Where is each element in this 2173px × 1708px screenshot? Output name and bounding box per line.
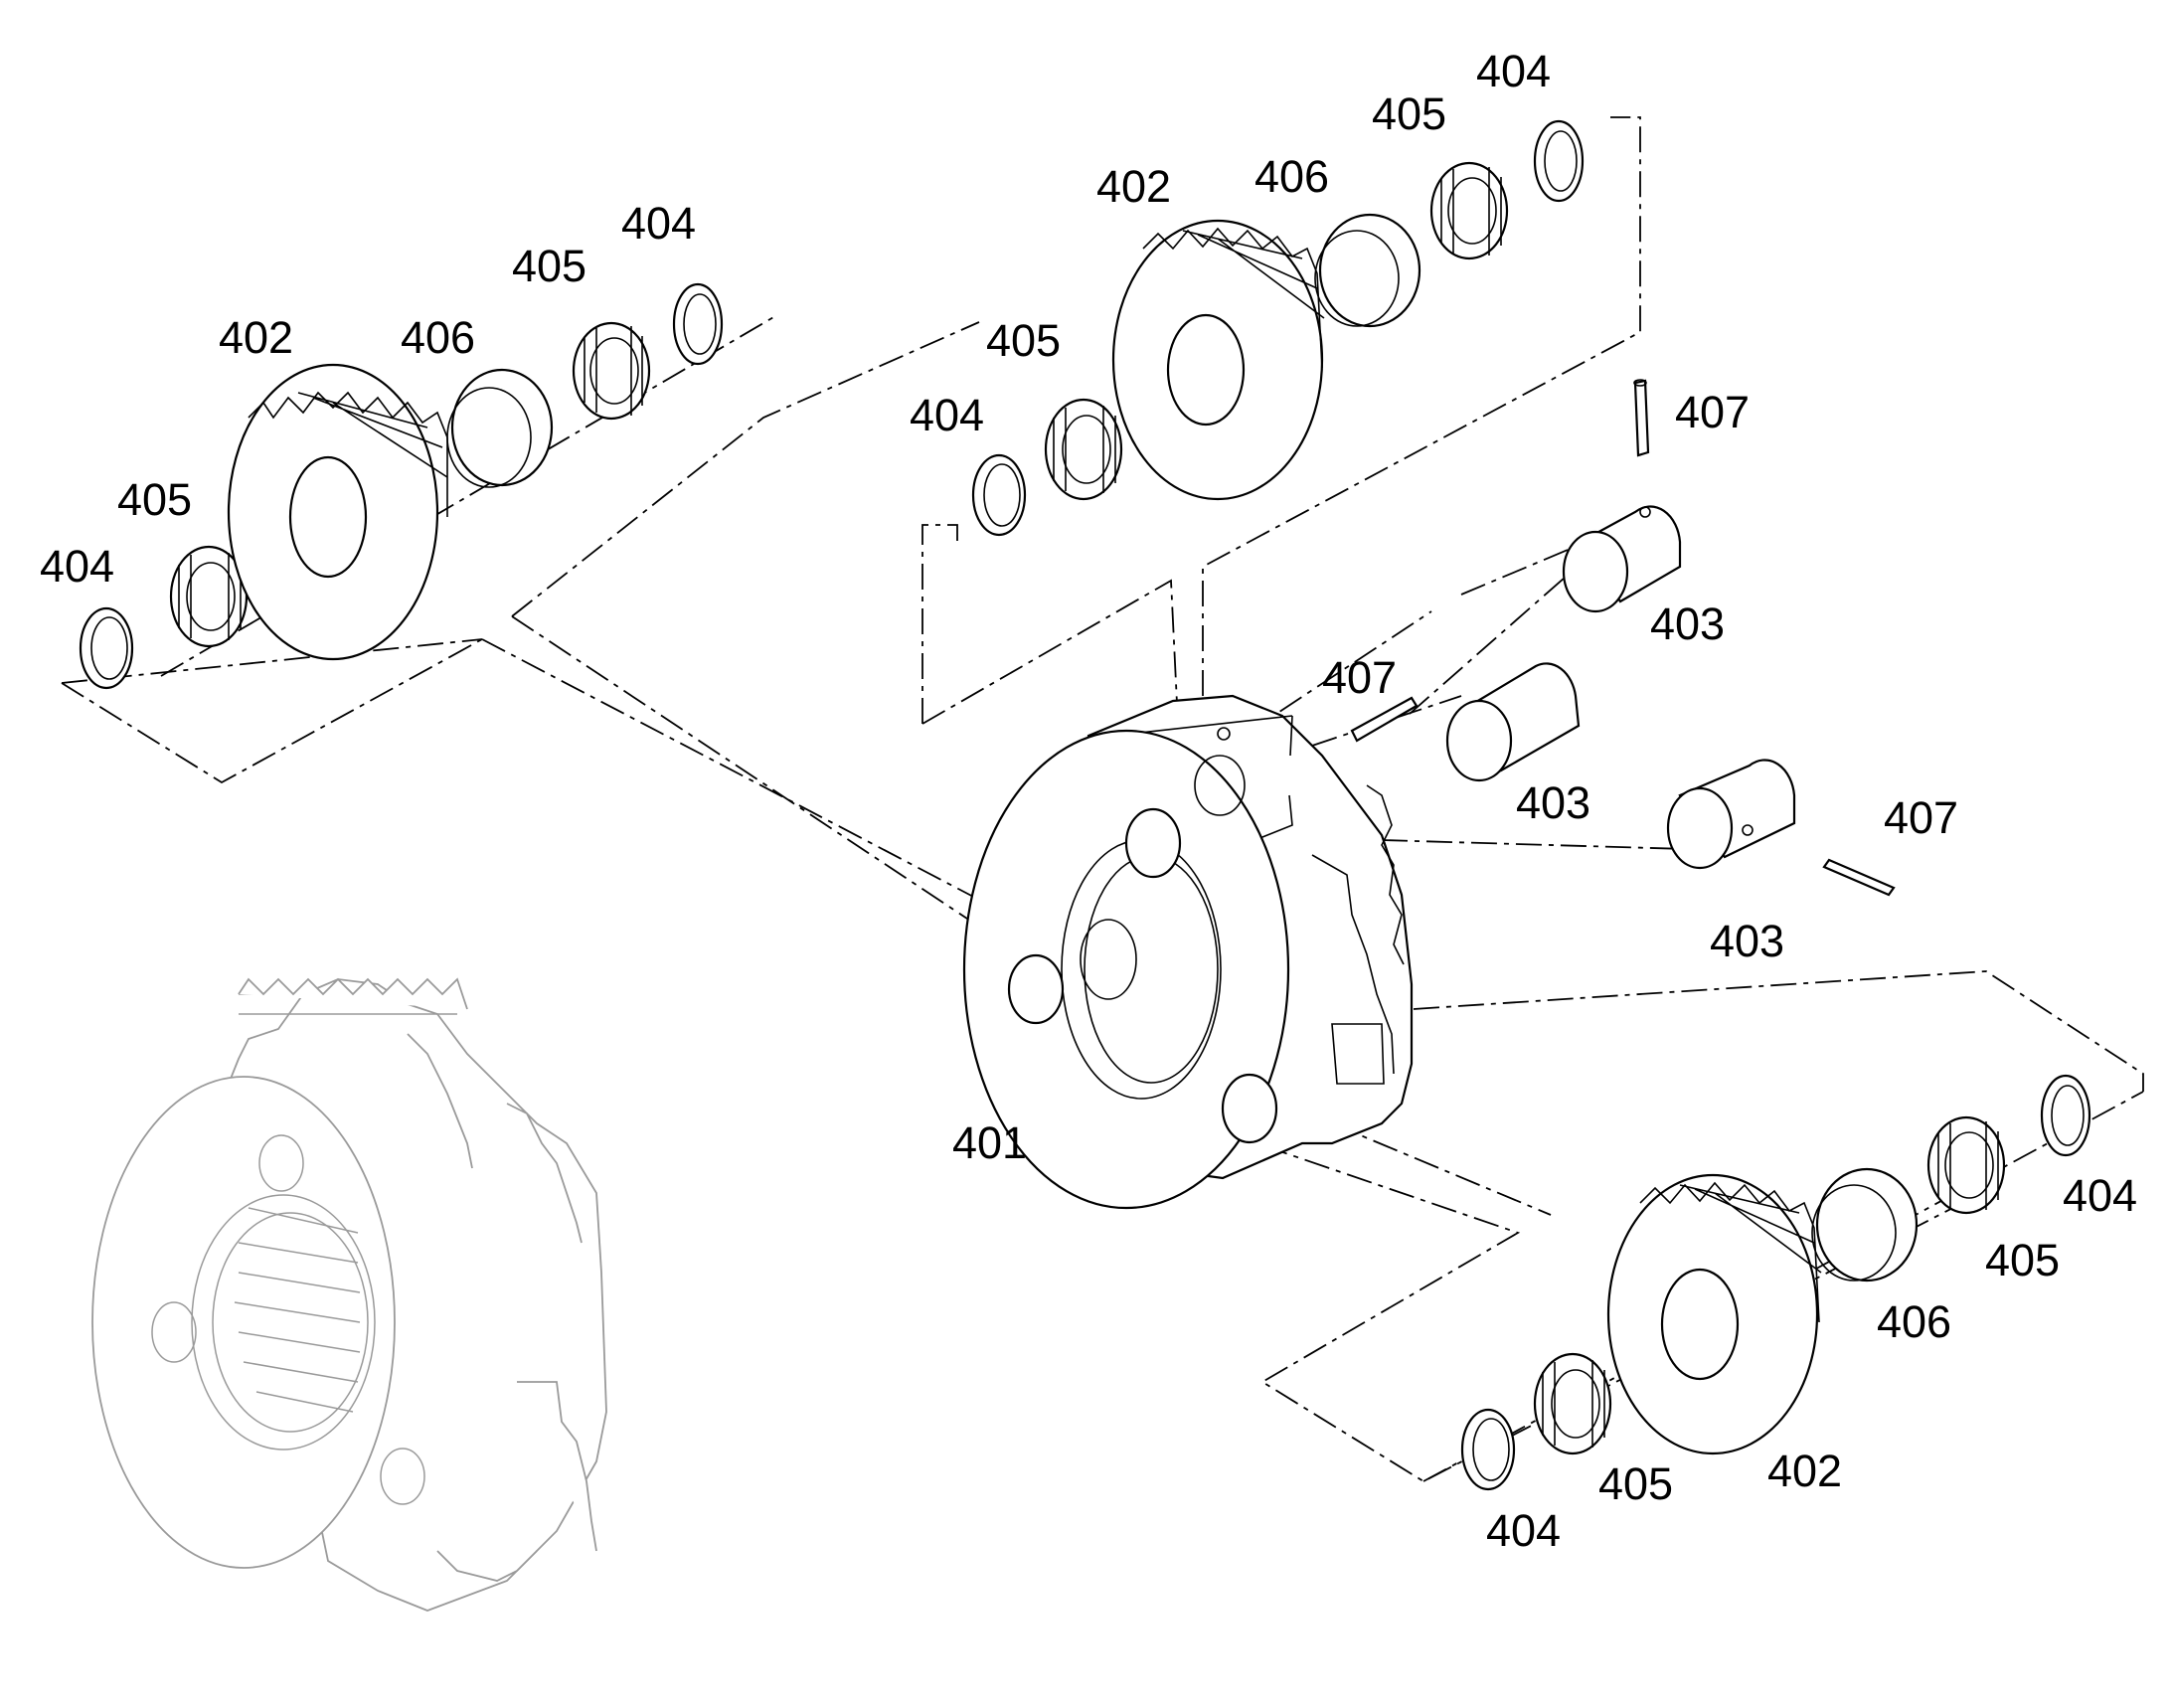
callout-404: 404 [2063,1170,2137,1221]
bottom-right-gear-set [1460,1074,2091,1491]
callout-405: 405 [1372,88,1446,139]
callout-403: 403 [1710,916,1784,966]
callout-404: 404 [1486,1505,1561,1556]
callout-405: 405 [986,315,1061,366]
bushing-406-c [1815,1167,1919,1282]
top-center-gear-set [971,119,1585,537]
callout-405: 405 [117,474,192,525]
callout-402: 402 [219,312,293,363]
callout-407: 407 [1675,387,1750,437]
callout-406: 406 [1877,1296,1951,1347]
thrust-washer-404-c [971,453,1027,537]
bushing-406-a [450,368,554,487]
callout-405: 405 [512,241,586,291]
thrust-washer-404-e [1460,1408,1516,1491]
callout-404: 404 [910,390,984,440]
top-left-gear-set [79,282,724,690]
roll-pin-407-c [1822,858,1896,897]
callout-405: 405 [1985,1235,2060,1285]
callout-402: 402 [1096,161,1171,212]
callout-404: 404 [1476,46,1551,96]
callout-403: 403 [1516,777,1590,828]
callout-404: 404 [40,541,114,592]
carrier-front-face [962,729,1290,1210]
callout-402: 402 [1767,1446,1842,1496]
thrust-washer-404-b [672,282,724,366]
thrust-washer-404-a [79,606,134,690]
callout-406: 406 [401,312,475,363]
bushing-406-b [1318,213,1421,328]
planet-carrier-401 [962,694,1414,1210]
ghost-carrier-face [91,1076,396,1569]
pins-and-roll-pins [1350,379,1896,897]
assembled-view [91,977,607,1612]
roll-pin-407-b [1350,696,1419,743]
roll-pin-407-a [1633,379,1650,457]
callout-labels: 404 405 404 402 406 405 404 405 402 406 … [40,46,2137,1556]
callout-406: 406 [1254,151,1329,202]
callout-404: 404 [621,198,696,249]
thrust-washer-404-f [2040,1074,2091,1157]
callout-407: 407 [1322,652,1397,703]
callout-403: 403 [1650,598,1725,649]
thrust-washer-404-d [1533,119,1585,203]
callout-407: 407 [1884,792,1958,843]
callout-401: 401 [952,1117,1027,1168]
callout-405: 405 [1598,1458,1673,1509]
